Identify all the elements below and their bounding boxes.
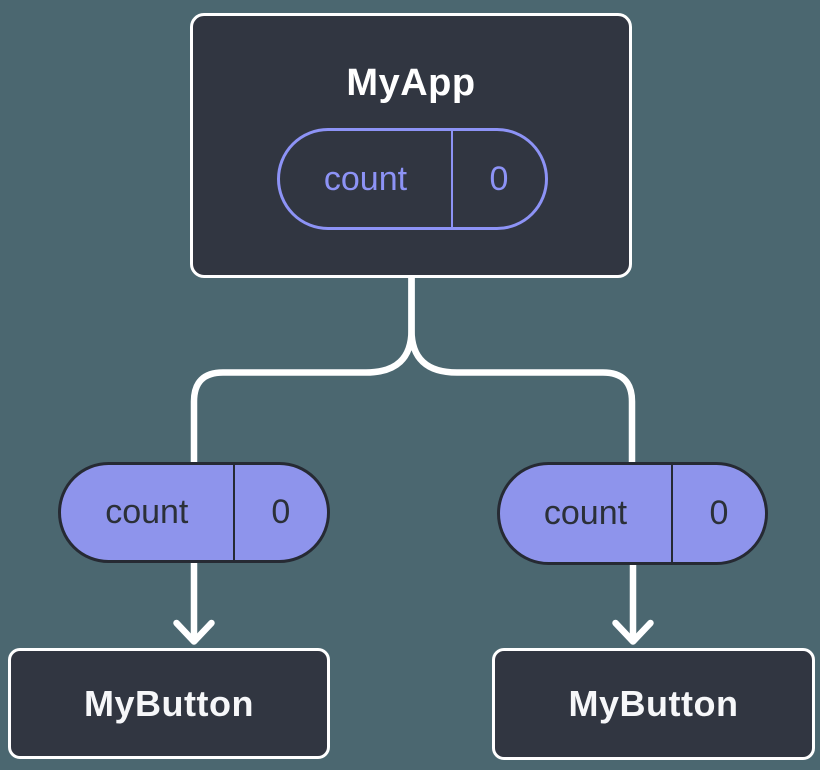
arrow-right-pill-to-button bbox=[612, 562, 654, 645]
state-pill-label: count bbox=[280, 131, 453, 227]
node-myapp-title: MyApp bbox=[346, 62, 476, 104]
prop-pill-label: count bbox=[61, 465, 235, 560]
prop-pill-value: 0 bbox=[709, 494, 729, 532]
prop-pill-value: 0 bbox=[271, 493, 291, 531]
arrow-left-pill-to-button bbox=[173, 561, 215, 645]
prop-pill-right: count 0 bbox=[497, 462, 768, 565]
arrow-head-icon bbox=[612, 619, 654, 645]
arrow-head-icon bbox=[173, 619, 215, 645]
state-pill-count: count 0 bbox=[277, 128, 548, 230]
node-myapp: MyApp bbox=[190, 13, 632, 278]
node-mybutton-title: MyButton bbox=[568, 683, 739, 724]
node-mybutton-right: MyButton bbox=[492, 648, 815, 760]
prop-pill-label: count bbox=[500, 465, 673, 562]
prop-pill-left: count 0 bbox=[58, 462, 330, 563]
fork-connector-root-to-children bbox=[190, 276, 636, 464]
state-pill-value: 0 bbox=[489, 159, 509, 198]
node-mybutton-left: MyButton bbox=[8, 648, 330, 759]
node-mybutton-title: MyButton bbox=[84, 682, 254, 724]
